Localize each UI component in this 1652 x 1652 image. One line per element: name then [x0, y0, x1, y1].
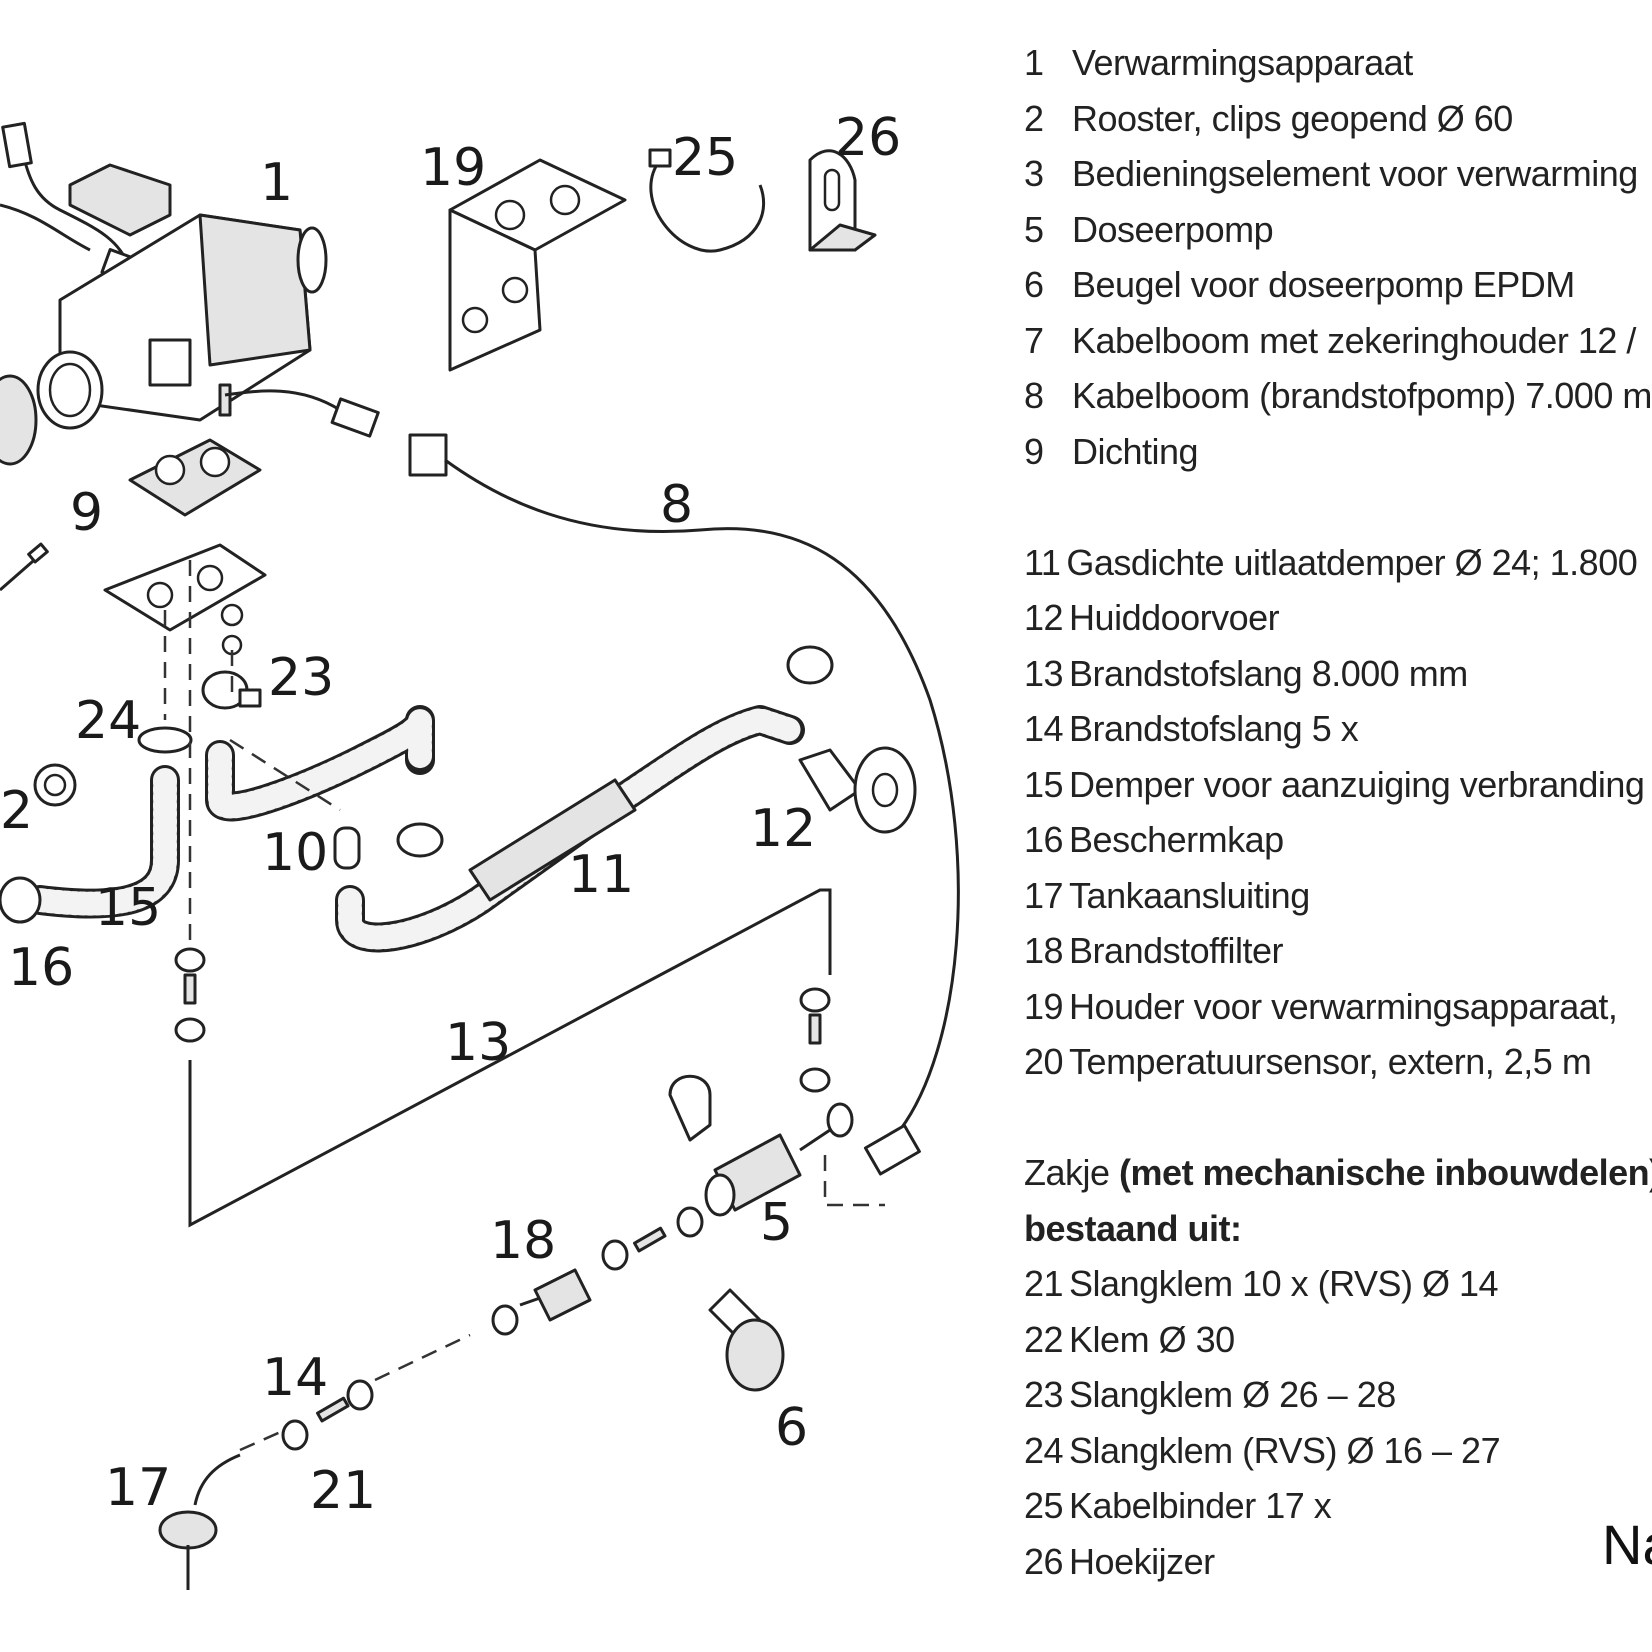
callout-15: 15: [95, 878, 161, 938]
callout-9: 9: [70, 483, 103, 543]
dosing-pump: [704, 1102, 854, 1217]
fuel-hose-13: [188, 888, 832, 1228]
hose-clamp-upper: [786, 645, 834, 685]
hull-penetration: [798, 746, 917, 834]
hose-clamp-24: [137, 726, 193, 754]
callout-8: 8: [660, 475, 693, 535]
angle-iron: [808, 149, 877, 252]
callout-10: 10: [262, 823, 328, 883]
callout-16: 16: [8, 938, 74, 998]
callout-17: 17: [105, 1458, 171, 1518]
callout-23: 23: [268, 648, 334, 708]
callout-12: 12: [750, 799, 816, 859]
corner-text: Na: [1602, 1513, 1652, 1576]
kit-title-line2: bestaand uit:: [1024, 1208, 1242, 1249]
callout-2: 2: [0, 781, 33, 841]
cable-harness-fuel-pump: [224, 389, 960, 1176]
cable-tie: [648, 148, 766, 253]
small-hose-clamps: [174, 947, 831, 1451]
mounting-plate-seal: [103, 543, 267, 632]
callout-14: 14: [262, 1348, 328, 1408]
callout-19: 19: [420, 138, 486, 198]
tank-connection: [158, 1453, 241, 1590]
clamp-clip: [33, 763, 77, 807]
kit-title: Zakje (met mechanische inbouwdelen): [1024, 1152, 1652, 1193]
exhaust-hose-upper: [205, 705, 435, 822]
callout-13: 13: [445, 1013, 511, 1073]
fuel-filter: [519, 1268, 592, 1322]
pump-bracket-clip: [668, 1074, 712, 1142]
exhaust-silencer: [335, 705, 805, 953]
gasket: [128, 438, 262, 517]
heater-unit: [0, 121, 328, 466]
callout-25: 25: [672, 128, 738, 188]
callout-24: 24: [75, 691, 141, 751]
heater-bracket: [448, 158, 627, 372]
hose-clamp-exhaust: [396, 822, 444, 858]
callout-6: 6: [775, 1398, 808, 1458]
callout-5: 5: [760, 1193, 793, 1253]
hose-clamp-23: [201, 670, 262, 710]
callout-21: 21: [310, 1461, 376, 1521]
callout-26: 26: [835, 108, 901, 168]
callout-18: 18: [490, 1211, 556, 1271]
callout-1: 1: [260, 153, 293, 213]
callout-11: 11: [568, 845, 634, 905]
pump-bracket: [708, 1288, 785, 1392]
protective-cap: [333, 826, 361, 870]
intake-silencer-hose: [0, 765, 180, 924]
